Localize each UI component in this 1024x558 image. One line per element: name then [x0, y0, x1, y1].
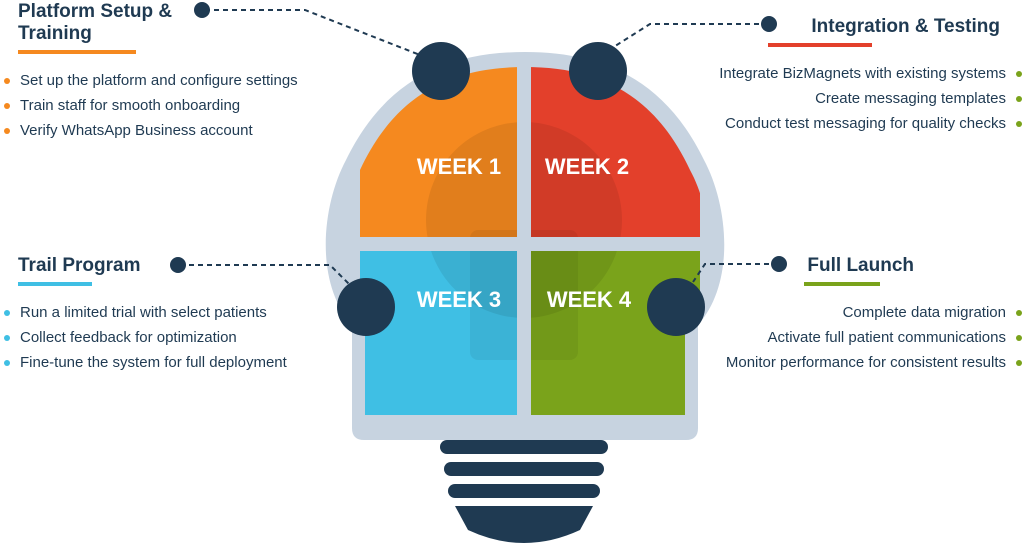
phase-1-list: Set up the platform and configure settin… [4, 68, 398, 143]
connector-end-dot-4 [771, 256, 787, 272]
list-item: Complete data migration [644, 300, 1022, 325]
node-week-1 [412, 42, 470, 100]
list-item: Create messaging templates [604, 86, 1022, 111]
base-tip [455, 506, 593, 543]
phase-week-3: Trail Program Run a limited trial with s… [4, 255, 358, 375]
phase-week-1: Platform Setup & Training Set up the pla… [4, 1, 398, 143]
base-band-1 [440, 440, 608, 454]
phase-3-list: Run a limited trial with select patients… [4, 300, 358, 375]
week-2-label: WEEK 2 [545, 154, 629, 179]
phase-4-title: Full Launch [807, 255, 914, 276]
base-band-2 [444, 462, 604, 476]
phase-4-list: Complete data migration Activate full pa… [644, 300, 1022, 375]
list-item: Monitor performance for consistent resul… [644, 350, 1022, 375]
connector-week-4 [692, 263, 778, 283]
phase-week-4: Full Launch Complete data migration Acti… [644, 255, 1024, 375]
list-item: Set up the platform and configure settin… [4, 68, 398, 93]
list-item: Train staff for smooth onboarding [4, 93, 398, 118]
node-week-2 [569, 42, 627, 100]
phase-3-underline [18, 282, 92, 286]
phase-1-title: Platform Setup & Training [18, 1, 173, 44]
phase-1-underline [18, 50, 136, 54]
connector-end-dot-1 [194, 2, 210, 18]
phase-3-title: Trail Program [18, 255, 141, 276]
node-week-4 [647, 278, 705, 336]
phase-2-underline [768, 43, 872, 47]
connector-week-2 [611, 23, 768, 49]
phase-2-title: Integration & Testing [811, 16, 1000, 37]
list-item: Integrate BizMagnets with existing syste… [604, 61, 1022, 86]
node-week-3 [337, 278, 395, 336]
connector-week-3 [180, 264, 351, 286]
connector-week-1 [205, 9, 421, 56]
list-item: Activate full patient communications [644, 325, 1022, 350]
connector-end-dot-3 [170, 257, 186, 273]
quadrant-week-3 [360, 250, 518, 415]
week-1-label: WEEK 1 [417, 154, 501, 179]
list-item: Fine-tune the system for full deployment [4, 350, 358, 375]
week-3-label: WEEK 3 [417, 287, 501, 312]
base-band-3 [448, 484, 600, 498]
connector-end-dot-2 [761, 16, 777, 32]
phase-4-underline [804, 282, 880, 286]
phase-2-list: Integrate BizMagnets with existing syste… [604, 61, 1022, 136]
list-item: Verify WhatsApp Business account [4, 118, 398, 143]
list-item: Collect feedback for optimization [4, 325, 358, 350]
week-4-label: WEEK 4 [547, 287, 632, 312]
list-item: Run a limited trial with select patients [4, 300, 358, 325]
divider-horizontal [340, 237, 710, 251]
list-item: Conduct test messaging for quality check… [604, 111, 1022, 136]
phase-week-2: Integration & Testing Integrate BizMagne… [604, 16, 1024, 136]
